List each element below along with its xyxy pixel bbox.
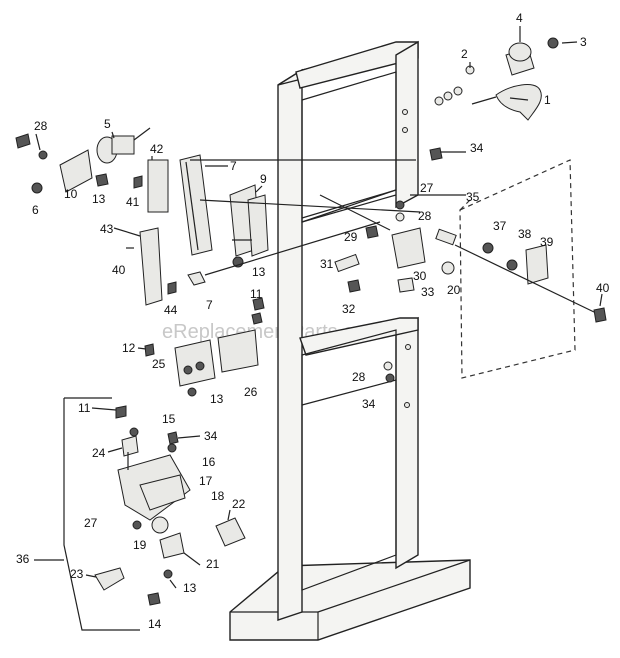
frame-lower-hardware [383, 361, 395, 383]
upper-left-parts [15, 127, 421, 306]
callout-2: 2 [461, 47, 468, 61]
callout-16: 16 [202, 455, 216, 469]
callout-28b: 28 [418, 209, 432, 223]
callout-28c: 28 [352, 370, 366, 384]
callout-36: 36 [16, 552, 30, 566]
callout-7a: 7 [230, 159, 237, 173]
callout-17: 17 [199, 474, 213, 488]
callout-9: 9 [260, 172, 267, 186]
callout-38: 38 [518, 227, 532, 241]
callout-30: 30 [413, 269, 427, 283]
callout-11a: 11 [250, 287, 263, 301]
knob-assembly [434, 37, 559, 121]
callout-18: 18 [211, 489, 225, 503]
callout-42: 42 [150, 142, 164, 156]
callout-11b: 11 [78, 401, 91, 415]
callout-6: 6 [32, 203, 39, 217]
main-frame [229, 40, 471, 641]
callout-10: 10 [64, 187, 78, 201]
callout-1: 1 [544, 93, 551, 107]
callout-21: 21 [206, 557, 220, 571]
callout-4: 4 [516, 11, 523, 25]
callout-39: 39 [540, 235, 554, 249]
callout-25: 25 [152, 357, 166, 371]
callout-12: 12 [122, 341, 136, 355]
callout-40: 40 [596, 281, 610, 295]
callout-23: 23 [70, 567, 84, 581]
callout-26: 26 [244, 385, 258, 399]
callout-27a: 27 [420, 181, 434, 195]
callout-32: 32 [342, 302, 356, 316]
callout-3: 3 [580, 35, 587, 49]
callout-13d: 13 [183, 581, 197, 595]
right-middle-parts [334, 147, 607, 323]
callout-19: 19 [133, 538, 147, 552]
callout-13b: 13 [252, 265, 266, 279]
callout-13a: 13 [92, 192, 106, 206]
callout-7b: 7 [206, 298, 213, 312]
callout-24: 24 [92, 446, 106, 460]
callout-22: 22 [232, 497, 246, 511]
callout-27b: 27 [84, 516, 98, 530]
callout-34a: 34 [470, 141, 484, 155]
callout-35: 35 [466, 190, 480, 204]
callout-20: 20 [447, 283, 461, 297]
callout-34b: 34 [204, 429, 218, 443]
callout-40b: 40 [112, 263, 126, 277]
callout-31: 31 [320, 257, 334, 271]
leader-lines [34, 26, 603, 589]
lower-left-assembly [63, 297, 265, 631]
callout-43: 43 [100, 222, 114, 236]
callout-33: 33 [421, 285, 435, 299]
dashed-plate [459, 159, 576, 379]
callout-41: 41 [126, 195, 140, 209]
callout-15: 15 [162, 412, 176, 426]
callout-37: 37 [493, 219, 507, 233]
callout-29: 29 [344, 230, 358, 244]
callout-13c: 13 [210, 392, 224, 406]
callout-14: 14 [148, 617, 162, 631]
callout-34c: 34 [362, 397, 376, 411]
callout-28a: 28 [34, 119, 48, 133]
callout-labels: 1 2 3 4 5 6 7 7 9 10 11 11 12 13 13 13 1… [16, 11, 610, 631]
callout-44: 44 [164, 303, 178, 317]
callout-5: 5 [104, 117, 111, 131]
